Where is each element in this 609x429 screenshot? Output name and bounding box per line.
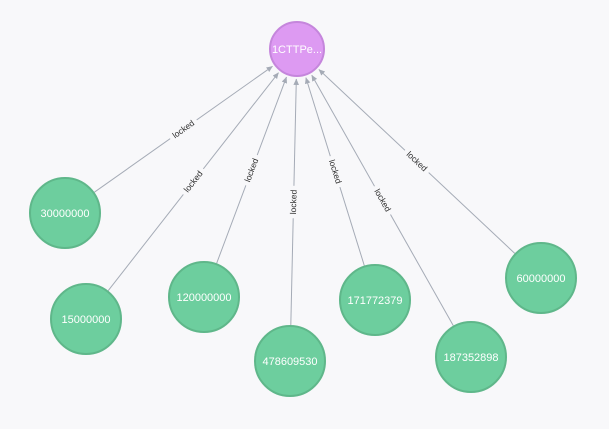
- graph-node[interactable]: 30000000: [29, 177, 101, 249]
- graph-edge[interactable]: locked: [284, 78, 304, 326]
- graph-node[interactable]: 15000000: [50, 283, 122, 355]
- nodes-layer: 30000000 15000000 120000000478609530171772…: [29, 21, 577, 397]
- edge-line[interactable]: [216, 76, 287, 264]
- node-circle[interactable]: [168, 261, 240, 333]
- graph-node[interactable]: 120000000: [168, 261, 240, 333]
- graph-edge[interactable]: locked: [304, 77, 365, 266]
- node-circle[interactable]: [339, 264, 411, 336]
- edge-line[interactable]: [94, 65, 273, 193]
- node-circle[interactable]: [505, 242, 577, 314]
- edge-label[interactable]: locked: [284, 185, 304, 219]
- graph-node[interactable]: 60000000: [505, 242, 577, 314]
- graph-node[interactable]: 171772379: [339, 264, 411, 336]
- edge-label[interactable]: locked: [322, 154, 348, 190]
- edge-label[interactable]: locked: [177, 164, 209, 199]
- edge-label[interactable]: locked: [238, 152, 265, 188]
- node-circle[interactable]: [50, 283, 122, 355]
- center-node[interactable]: 1CTTPe...: [269, 21, 325, 77]
- node-circle[interactable]: [254, 325, 326, 397]
- edge-label[interactable]: locked: [368, 183, 398, 219]
- graph-edge[interactable]: locked: [216, 76, 287, 264]
- edge-line[interactable]: [107, 72, 279, 291]
- edge-line[interactable]: [311, 74, 454, 326]
- node-circle[interactable]: [269, 21, 325, 77]
- node-circle[interactable]: [29, 177, 101, 249]
- edge-line[interactable]: [290, 78, 299, 326]
- graph-edge[interactable]: locked: [107, 72, 279, 291]
- node-circle[interactable]: [435, 321, 507, 393]
- graph-edge[interactable]: locked: [318, 69, 516, 254]
- graph-node[interactable]: 478609530: [254, 325, 326, 397]
- edge-label[interactable]: locked: [166, 113, 201, 145]
- edge-line[interactable]: [318, 69, 516, 254]
- edge-line[interactable]: [304, 77, 365, 266]
- graph-node[interactable]: 187352898: [435, 321, 507, 393]
